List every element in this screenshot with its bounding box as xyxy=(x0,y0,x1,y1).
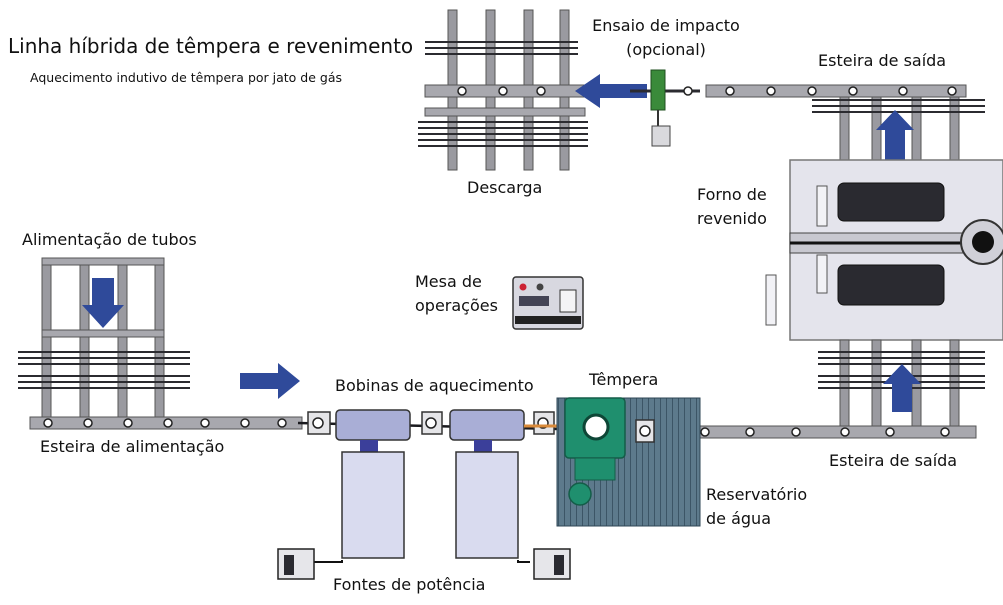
discharge-label: Descarga xyxy=(467,178,543,197)
tempering-furnace-label-line2: revenido xyxy=(697,209,767,228)
exit-conveyor-bottom xyxy=(685,339,985,439)
impact-test-label-line1: Ensaio de impacto xyxy=(592,16,740,35)
tempering-furnace xyxy=(765,159,1003,341)
tube-feed-label: Alimentação de tubos xyxy=(22,230,197,249)
exit-arrow-bottom xyxy=(883,364,921,412)
tube-feed-rack xyxy=(18,257,303,430)
impact-test-unit xyxy=(630,69,700,147)
quench-unit xyxy=(564,397,655,506)
discharge-arrow xyxy=(575,74,647,108)
exit-conveyor-bottom-label: Esteira de saída xyxy=(829,451,958,470)
power-sources xyxy=(277,451,571,580)
feed-conveyor-label: Esteira de alimentação xyxy=(40,437,225,456)
water-tank-label-line1: Reservatório xyxy=(706,485,808,504)
heating-coils xyxy=(307,409,558,452)
flow-arrow-right xyxy=(240,363,300,399)
water-tank-label-line2: de água xyxy=(706,509,771,528)
heating-coils-label: Bobinas de aquecimento xyxy=(335,376,534,395)
power-sources-label: Fontes de potência xyxy=(333,575,486,594)
feed-arrow-down xyxy=(82,278,124,328)
diagram-subtitle: Aquecimento indutivo de têmpera por jato… xyxy=(30,70,342,85)
impact-test-label-line2: (opcional) xyxy=(626,40,706,59)
discharge-rack xyxy=(418,9,631,171)
operations-desk xyxy=(512,276,584,330)
tempering-furnace-label-line1: Forno de xyxy=(697,185,767,204)
exit-conveyor-top-label: Esteira de saída xyxy=(818,51,947,70)
diagram-title: Linha híbrida de têmpera e revenimento xyxy=(8,34,414,58)
operations-desk-label-line1: Mesa de xyxy=(415,272,482,291)
operations-desk-label-line2: operações xyxy=(415,296,498,315)
exit-arrow-top xyxy=(876,110,914,160)
quench-label: Têmpera xyxy=(589,370,659,389)
